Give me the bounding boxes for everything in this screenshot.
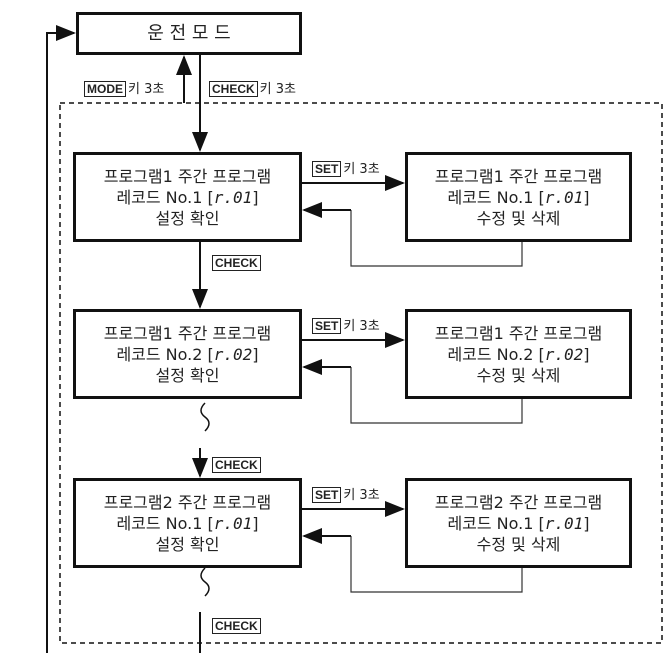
program-title: 프로그램2 주간 프로그램 <box>434 492 603 512</box>
record-line: 레코드 No.1 [r.01] <box>447 187 590 207</box>
check-key-label: CHECK <box>212 457 263 473</box>
operation-mode-box: 운 전 모 드 <box>76 12 302 55</box>
segment-display: r.01 <box>544 187 584 207</box>
record-line: 레코드 No.2 [r.02] <box>116 344 259 364</box>
action-label: 설정 확인 <box>155 208 220 228</box>
segment-display: r.01 <box>544 513 584 533</box>
dashed-group <box>59 102 663 644</box>
record-line: 레코드 No.1 [r.01] <box>116 513 259 533</box>
program-title: 프로그램1 주간 프로그램 <box>434 323 603 343</box>
operation-mode-label: 운 전 모 드 <box>147 23 231 44</box>
program-title: 프로그램1 주간 프로그램 <box>434 166 603 186</box>
program-title: 프로그램1 주간 프로그램 <box>103 166 272 186</box>
set-key: SET <box>312 318 342 334</box>
set-key: SET <box>312 487 342 503</box>
mode-key: MODE <box>84 81 126 97</box>
set-key: SET <box>312 161 342 177</box>
check-key: CHECK <box>209 81 258 97</box>
check-key-label: CHECK <box>212 255 263 271</box>
program-title: 프로그램1 주간 프로그램 <box>103 323 272 343</box>
action-label: 설정 확인 <box>155 365 220 385</box>
action-label: 수정 및 삭제 <box>476 365 561 385</box>
check-key: CHECK <box>212 618 261 634</box>
action-label: 설정 확인 <box>155 534 220 554</box>
segment-display: r.01 <box>213 187 253 207</box>
action-label: 수정 및 삭제 <box>476 534 561 554</box>
program-title: 프로그램2 주간 프로그램 <box>103 492 272 512</box>
check-key-label: CHECK <box>212 618 263 634</box>
segment-display: r.01 <box>213 513 253 533</box>
check-key: CHECK <box>212 255 261 271</box>
check-key: CHECK <box>212 457 261 473</box>
segment-display: r.02 <box>544 344 584 364</box>
action-label: 수정 및 삭제 <box>476 208 561 228</box>
segment-display: r.02 <box>213 344 253 364</box>
record-line: 레코드 No.1 [r.01] <box>116 187 259 207</box>
record-line: 레코드 No.1 [r.01] <box>447 513 590 533</box>
record-line: 레코드 No.2 [r.02] <box>447 344 590 364</box>
